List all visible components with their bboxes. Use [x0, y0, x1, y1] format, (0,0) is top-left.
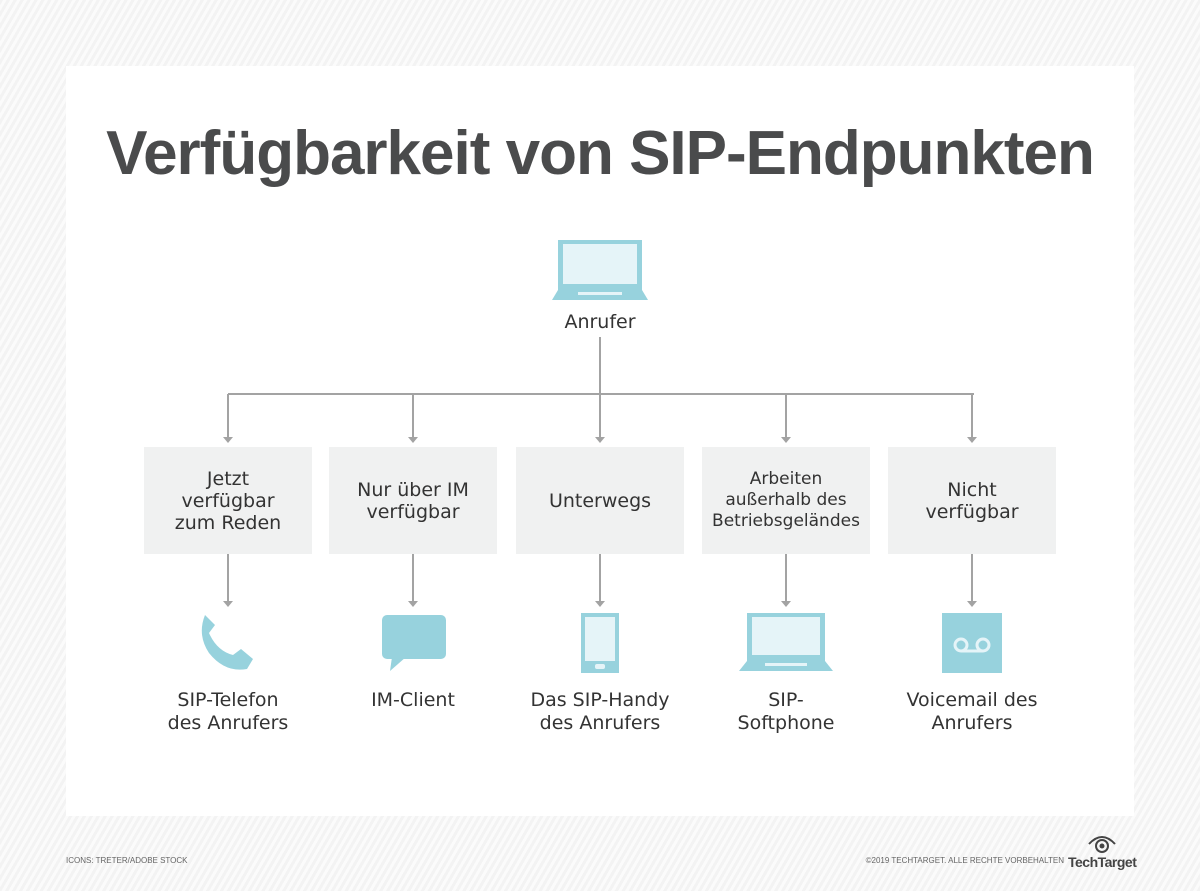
phone-icon: [201, 615, 253, 670]
endpoint-label: IM-Client: [371, 689, 455, 711]
endpoint-label: SIP-Telefon des Anrufers: [167, 689, 289, 734]
arrow-down-icon: [781, 601, 791, 607]
connector-line: [785, 554, 787, 604]
endpoint-label: Voicemail des Anrufers: [906, 689, 1038, 734]
root-connector: [599, 337, 601, 440]
mobile-phone-icon: [581, 613, 619, 673]
connector-line: [971, 394, 973, 440]
endpoint-label: SIP- Softphone: [737, 689, 835, 734]
icon-credits: ICONS: TRETER/ADOBE STOCK: [66, 856, 188, 865]
connector-line: [412, 394, 414, 440]
voicemail-icon: [942, 613, 1002, 673]
connector-line: [227, 554, 229, 604]
arrow-down-icon: [967, 437, 977, 443]
eye-logo-icon: [1088, 836, 1116, 853]
arrow-down-icon: [408, 437, 418, 443]
connector-line: [971, 554, 973, 604]
branch-connector: [228, 393, 974, 395]
techtarget-logo: TechTarget: [1068, 834, 1137, 870]
connector-line: [227, 394, 229, 440]
arrow-down-icon: [223, 601, 233, 607]
laptop-icon: [552, 240, 648, 300]
arrow-down-icon: [781, 437, 791, 443]
copyright: ©2019 TECHTARGET. ALLE RECHTE VORBEHALTE…: [865, 856, 1064, 865]
status-box: Nicht verfügbar: [888, 447, 1056, 554]
status-box: Nur über IM verfügbar: [329, 447, 497, 554]
endpoint-label: Das SIP-Handy des Anrufers: [530, 689, 670, 734]
arrow-down-icon: [408, 601, 418, 607]
arrow-down-icon: [595, 601, 605, 607]
laptop-icon: [739, 613, 833, 671]
status-box: Unterwegs: [516, 447, 684, 554]
page-title: Verfügbarkeit von SIP-Endpunkten: [106, 119, 1095, 188]
arrow-down-icon: [595, 437, 605, 443]
arrow-down-icon: [223, 437, 233, 443]
arrow-down-icon: [967, 601, 977, 607]
status-box: Jetzt verfügbar zum Reden: [144, 447, 312, 554]
root-label: Anrufer: [564, 311, 636, 333]
status-box: Arbeiten außerhalb des Betriebsgeländes: [702, 447, 870, 554]
connector-line: [412, 554, 414, 604]
connector-line: [599, 394, 601, 440]
connector-line: [785, 394, 787, 440]
chat-bubble-icon: [382, 615, 446, 671]
connector-line: [599, 554, 601, 604]
